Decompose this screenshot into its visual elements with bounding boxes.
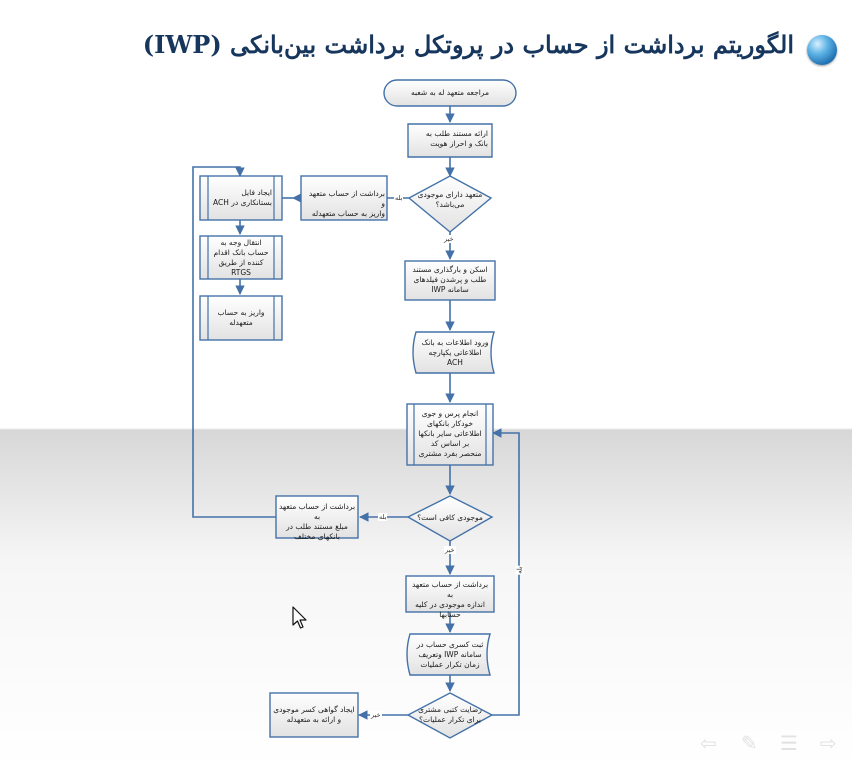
node-scan [404, 260, 496, 301]
node-achfile-text: ایجاد فایل بستانکاری در ACH [213, 188, 272, 207]
edge-label-d2-yes: بله [378, 513, 388, 521]
node-start-text: مراجعه متعهد له به شعبه [411, 88, 489, 97]
node-deposit-text: واریز به حساب متعهدله [217, 308, 265, 327]
node-scan-text: اسکن و بارگذاری مستند طلب و پرشدن فیلدها… [412, 265, 488, 294]
node-d2 [406, 495, 494, 542]
node-cert [269, 692, 359, 738]
node-d3 [406, 692, 494, 739]
node-transfer [199, 235, 283, 280]
pen-icon[interactable]: ✎ [741, 731, 758, 755]
node-partial [405, 575, 495, 613]
node-deposit [199, 295, 283, 341]
node-query-text: انجام پرس و جوی خودکار بانکهای اطلاعاتی … [418, 409, 482, 458]
edge-label-d3-yes: بله [515, 565, 524, 575]
node-achfile [199, 175, 283, 221]
next-arrow-icon[interactable]: ⇨ [820, 731, 837, 755]
menu-icon[interactable]: ☰ [780, 731, 798, 755]
mouse-cursor-icon [292, 606, 307, 629]
node-withdraw2-text: برداشت از حساب متعهد به مبلغ مستند طلب د… [278, 502, 356, 541]
node-d3-text: رضایت کتبی مشتری برای تکرار عملیات؟ [418, 705, 482, 724]
node-record [406, 633, 491, 676]
node-cert-text: ایجاد گواهی کسر موجودی و ارائه به متعهدل… [273, 705, 355, 724]
node-transfer-text: انتقال وجه به حساب بانک اقدام کننده از ط… [213, 238, 269, 277]
node-query [406, 403, 494, 466]
node-ach-text: ورود اطلاعات به بانک اطلاعاتی یکپارچه AC… [421, 338, 489, 367]
edge-withdraw2-achfile [192, 166, 276, 518]
edge-label-d2-no: خیر [444, 546, 456, 554]
slide-title: الگوریتم برداشت از حساب در پروتکل برداشت… [142, 30, 794, 59]
node-doc-text: ارائه مستند طلب به بانک و احراز هویت [425, 129, 488, 148]
node-ach [412, 331, 495, 374]
edge-label-d1-no: خیر [443, 235, 455, 243]
edge-label-d1-yes: بله [394, 194, 404, 202]
node-d2-text: موجودی کافی است؟ [417, 513, 483, 522]
node-start [383, 79, 517, 107]
prev-arrow-icon[interactable]: ⇦ [700, 731, 717, 755]
node-d1 [407, 175, 493, 233]
node-withdraw2 [275, 495, 359, 539]
node-withdraw1 [300, 175, 388, 221]
node-doc [407, 123, 493, 158]
edge-label-d3-no: خیر [370, 711, 382, 719]
node-d1-text: متعهد دارای موجودی می‌باشد؟ [417, 190, 483, 209]
node-record-text: ثبت کسری حساب در سامانه IWP وتعریف زمان … [416, 640, 484, 669]
node-withdraw1-text: برداشت از حساب متعهد و واریز به حساب متع… [308, 189, 385, 218]
node-partial-text: برداشت از حساب متعهد به اندازه موجودی در… [411, 580, 489, 619]
title-bullet-icon [807, 35, 837, 65]
